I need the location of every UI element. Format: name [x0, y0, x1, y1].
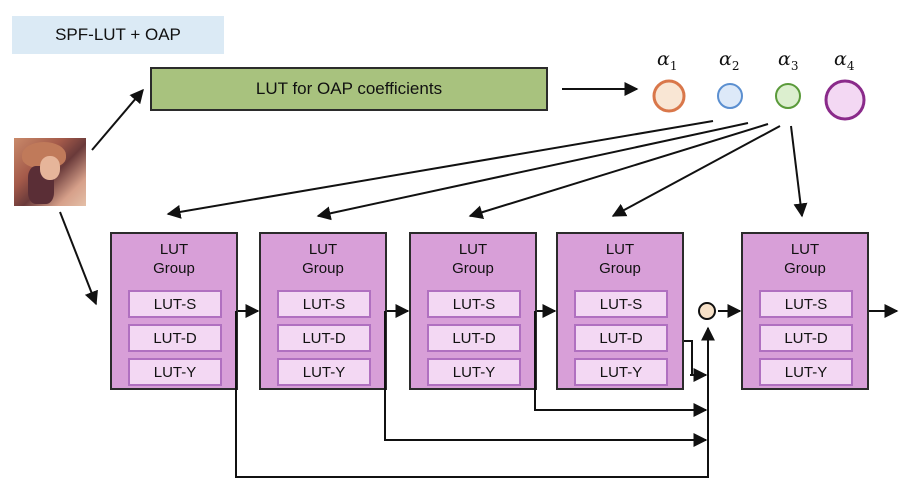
lut-s-box: LUT-S: [427, 290, 521, 318]
skip-path-group1: [235, 311, 715, 478]
arrow-image-to-lut: [91, 88, 144, 151]
alpha-4-label: α4: [834, 48, 855, 73]
input-image: [14, 138, 86, 206]
lut-d-box: LUT-D: [759, 324, 853, 352]
lut-s-box: LUT-S: [128, 290, 222, 318]
arrow-alpha-to-group3: [468, 123, 769, 219]
arrow-alpha-to-group1: [166, 120, 714, 219]
lut-y-box: LUT-Y: [277, 358, 371, 386]
oap-coefficient-lut: LUT for OAP coefficients: [150, 67, 548, 111]
lut-s-box: LUT-S: [574, 290, 668, 318]
lut-d-box: LUT-D: [427, 324, 521, 352]
lut-y-box: LUT-Y: [759, 358, 853, 386]
lut-y-box: LUT-Y: [128, 358, 222, 386]
lut-y-box: LUT-Y: [427, 358, 521, 386]
sum-node: [698, 302, 716, 320]
arrow-alpha-to-group2: [316, 122, 749, 221]
arrow-alpha-to-group4: [611, 125, 781, 217]
input-image-face: [40, 156, 60, 180]
lut-d-box: LUT-D: [277, 324, 371, 352]
lut-d-box: LUT-D: [574, 324, 668, 352]
alpha-3-circle: [775, 83, 801, 109]
alpha-2-circle: [717, 83, 743, 109]
skip-path-group3: [534, 311, 698, 411]
lut-d-box: LUT-D: [128, 324, 222, 352]
lut-s-box: LUT-S: [277, 290, 371, 318]
alpha-2-label: α2: [719, 48, 740, 73]
diagram-title: SPF-LUT + OAP: [12, 16, 224, 54]
lut-s-box: LUT-S: [759, 290, 853, 318]
arrow-alpha-to-group5: [790, 125, 808, 218]
alpha-1-label: α1: [657, 48, 678, 73]
lut-y-box: LUT-Y: [574, 358, 668, 386]
skip-path-group2: [384, 311, 698, 441]
skip-path-group4: [684, 340, 698, 376]
arrow-image-to-group1: [59, 211, 98, 306]
alpha-1-circle: [652, 79, 686, 113]
alpha-3-label: α3: [778, 48, 799, 73]
alpha-4-circle: [824, 79, 866, 121]
